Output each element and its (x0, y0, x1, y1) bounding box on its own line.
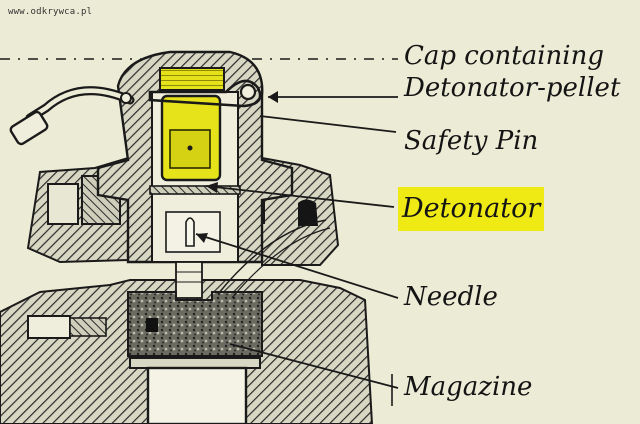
leader-detonator (205, 185, 395, 208)
watermark: www.odkrywca.pl (8, 7, 93, 17)
label-cap-containing: Cap containing (404, 41, 604, 71)
label-detonator-pellet: Detonator-pellet (404, 73, 621, 103)
label-needle: Needle (404, 282, 498, 312)
label-safety-pin: Safety Pin (404, 126, 539, 156)
leader-magazine (229, 343, 399, 389)
lower-tube (146, 366, 248, 424)
leader-safety-pin (259, 115, 397, 133)
cap (159, 67, 225, 91)
safety-pin (148, 79, 262, 108)
label-detonator: Detonator (398, 187, 544, 231)
needle (185, 217, 195, 247)
magazine (127, 291, 263, 357)
label-magazine: Magazine (404, 372, 533, 402)
leader-needle (195, 233, 399, 299)
